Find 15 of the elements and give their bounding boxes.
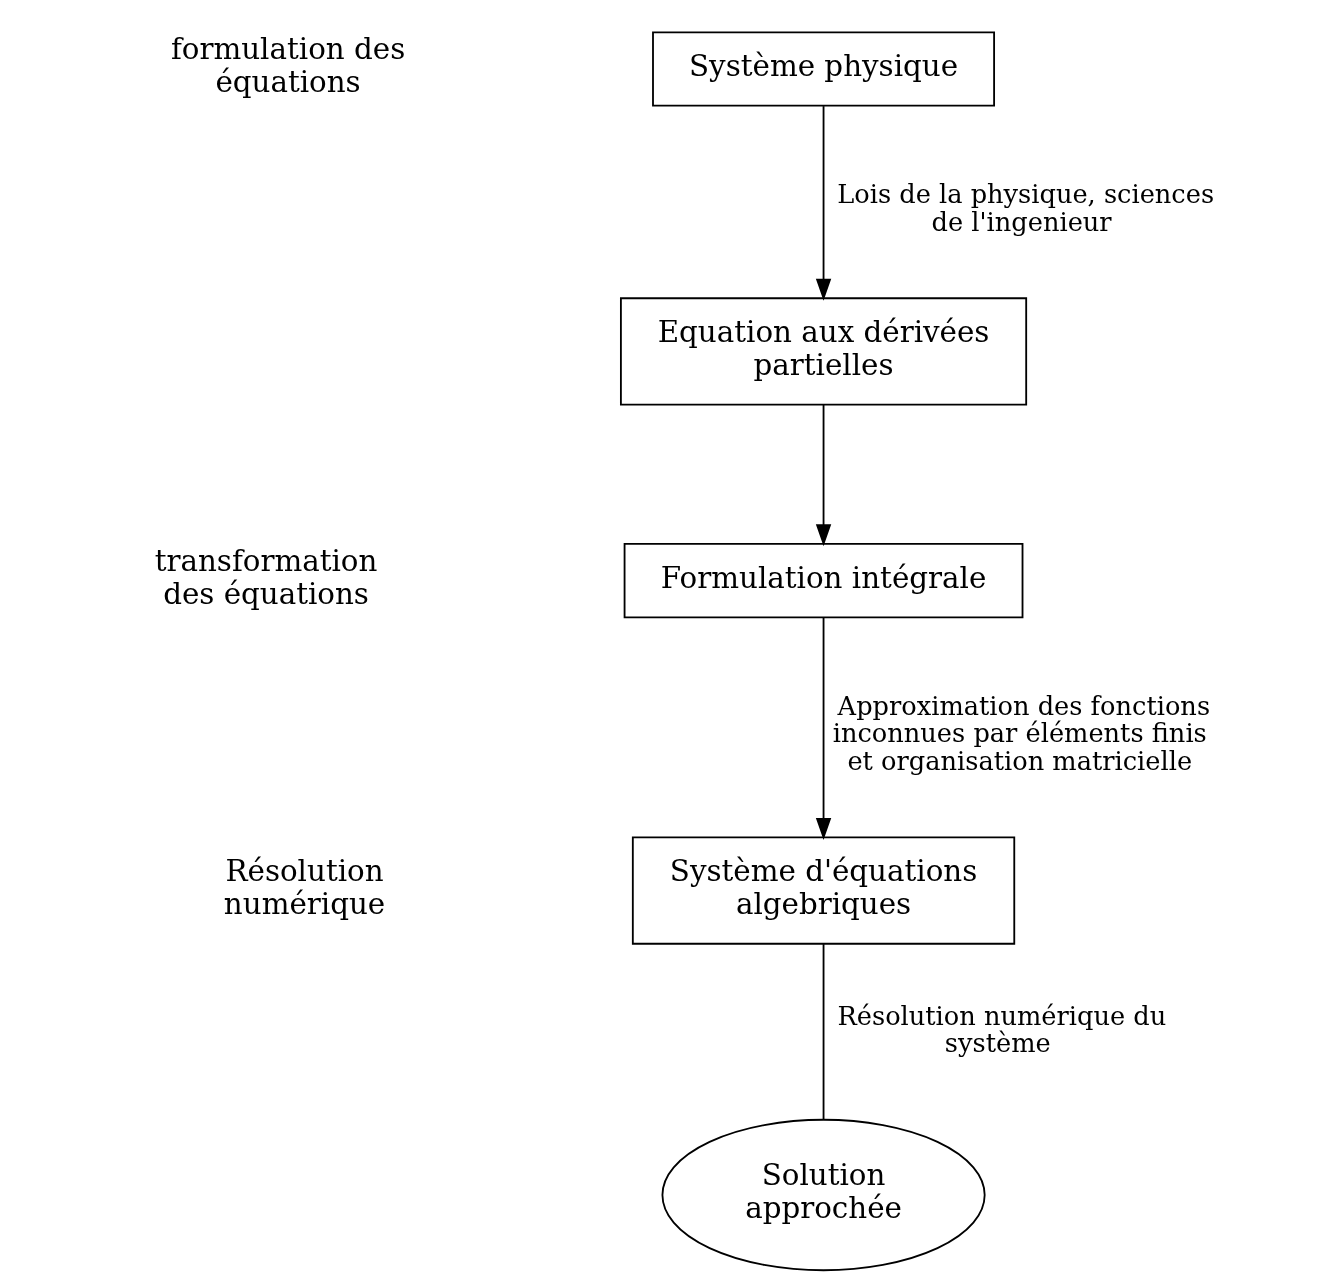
node-ellipse: Solution approchée [661, 1118, 986, 1272]
node-box: Equation aux dérivées partielles [619, 297, 1027, 406]
node-box: Système physique [651, 31, 995, 107]
node-box: Système d'équations algebriques [631, 836, 1015, 945]
edge-label: Lois de la physique, sciences de l'ingenieur [836, 179, 1214, 237]
label: Résolution numérique [223, 854, 385, 922]
label: formulation des équations [170, 32, 405, 100]
node-box: Formulation intégrale [623, 543, 1023, 619]
edge-label: Approximation des fonctions inconnues par éléments finis et organisation matricielle [832, 690, 1210, 776]
label: transformation des équations [154, 544, 377, 612]
connector [822, 943, 824, 1121]
arrow [815, 105, 831, 301]
edge-label: Résolution numérique du système [836, 1000, 1166, 1059]
arrow [815, 404, 831, 547]
arrow [815, 616, 831, 840]
